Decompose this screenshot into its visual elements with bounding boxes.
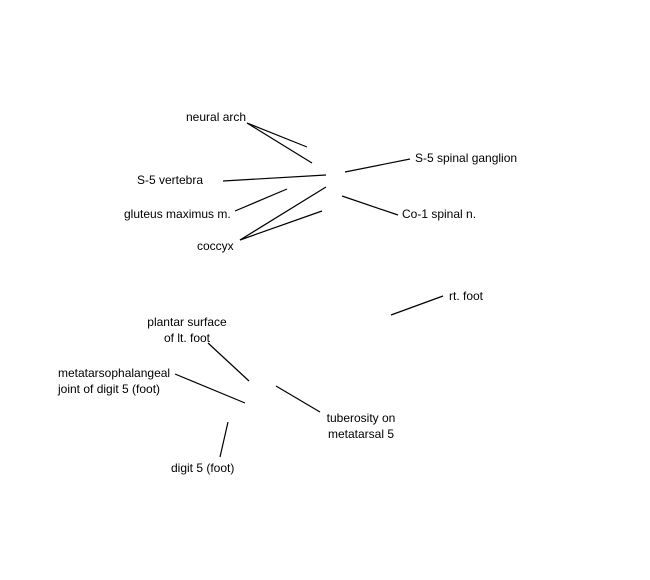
label-mtp-joint-line2: joint of digit 5 (foot)	[58, 382, 161, 396]
label-plantar-surface: plantar surface of lt. foot	[138, 314, 236, 346]
leader-neural-arch-1	[246, 122, 308, 148]
label-plantar-surface-line2: of lt. foot	[163, 331, 211, 345]
leader-s5-spinal-ganglion	[344, 158, 411, 173]
label-gluteus-maximus: gluteus maximus m.	[124, 207, 231, 221]
label-tuberosity-line1: tuberosity on	[326, 411, 396, 425]
label-neural-arch: neural arch	[186, 110, 247, 124]
leader-digit5-foot	[219, 421, 229, 458]
label-rt-foot: rt. foot	[449, 289, 484, 303]
leader-rt-foot	[390, 295, 444, 316]
label-s5-spinal-ganglion: S-5 spinal ganglion	[415, 151, 518, 165]
leader-s5-vertebra	[222, 174, 327, 182]
label-coccyx: coccyx	[197, 239, 234, 253]
leader-plantar-surface	[207, 342, 250, 382]
leader-mtp-joint	[174, 373, 246, 404]
leader-tuberosity-metatarsal5	[275, 385, 321, 413]
label-tuberosity-line2: metatarsal 5	[327, 427, 395, 441]
label-s5-vertebra: S-5 vertebra	[137, 173, 204, 187]
label-co1-spinal-nerve: Co-1 spinal n.	[402, 207, 477, 221]
leader-gluteus-maximus	[234, 188, 288, 212]
leader-co1-spinal-nerve	[341, 195, 399, 216]
label-mtp-joint: metatarsophalangeal joint of digit 5 (fo…	[58, 365, 170, 397]
leader-coccyx-2	[239, 210, 323, 241]
label-mtp-joint-line1: metatarsophalangeal	[58, 366, 171, 380]
label-plantar-surface-line1: plantar surface	[147, 315, 227, 329]
label-digit5-foot: digit 5 (foot)	[171, 461, 235, 475]
leader-coccyx-1	[239, 186, 327, 241]
label-tuberosity-metatarsal5: tuberosity on metatarsal 5	[316, 410, 406, 442]
leader-neural-arch-2	[246, 122, 313, 164]
